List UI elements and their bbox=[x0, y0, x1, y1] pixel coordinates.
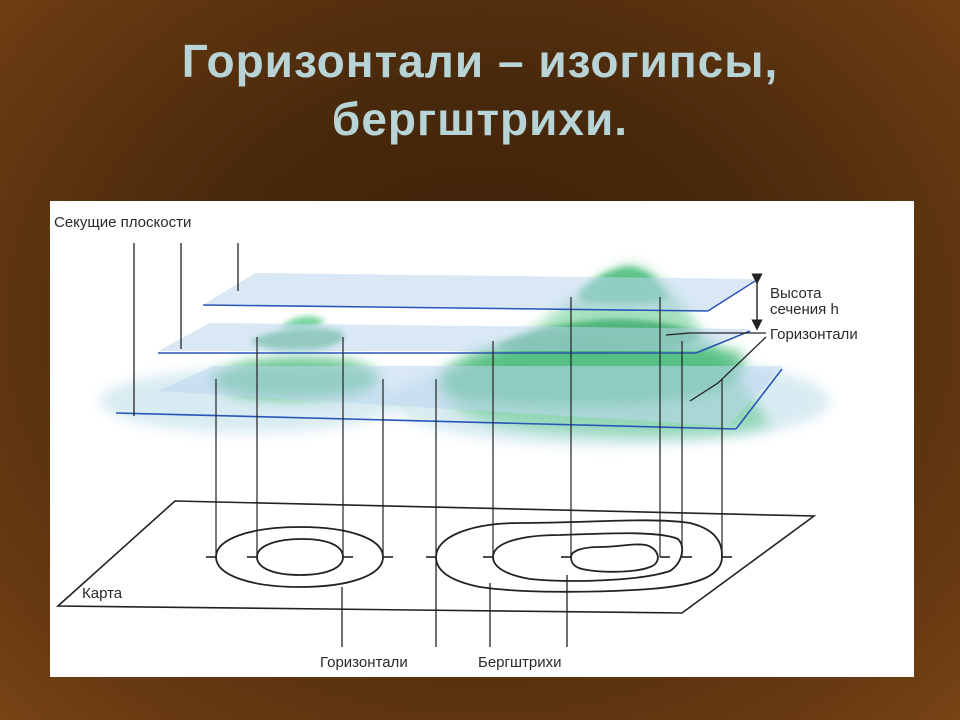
label-hachures: Бергштрихи bbox=[478, 654, 562, 671]
label-contours-top: Горизонтали bbox=[770, 326, 858, 343]
label-section-height-1: Высота bbox=[770, 285, 822, 302]
cutting-planes bbox=[115, 273, 783, 430]
label-contours-bottom: Горизонтали bbox=[320, 654, 408, 671]
contour-diagram: Секущие плоскости Высота сечения h Гориз… bbox=[50, 201, 914, 677]
plane-leaders bbox=[133, 243, 239, 416]
label-cutting-planes: Секущие плоскости bbox=[54, 214, 191, 231]
diagram-svg: Секущие плоскости Высота сечения h Гориз… bbox=[54, 214, 858, 671]
title-line-1: Горизонтали – изогипсы, bbox=[181, 35, 779, 87]
contour-right-middle bbox=[492, 532, 684, 582]
plane-bottom bbox=[158, 366, 783, 426]
slide-title: Горизонтали – изогипсы, бергштрихи. bbox=[0, 32, 960, 148]
label-section-height-2: сечения h bbox=[770, 301, 839, 318]
projection-lines bbox=[215, 297, 723, 557]
contour-right-summit bbox=[570, 543, 659, 573]
plane-middle bbox=[158, 323, 750, 351]
plane-top bbox=[203, 273, 755, 311]
bottom-leaders bbox=[341, 557, 568, 647]
title-line-2: бергштрихи. bbox=[331, 93, 629, 145]
contour-leaders-top bbox=[665, 332, 767, 402]
label-map: Карта bbox=[82, 585, 123, 602]
